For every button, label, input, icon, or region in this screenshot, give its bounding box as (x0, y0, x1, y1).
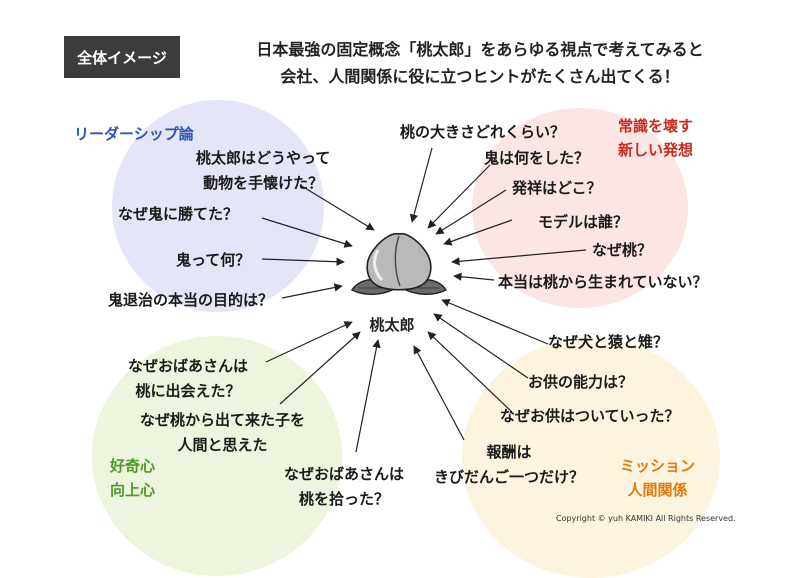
arrow-q15 (434, 314, 528, 378)
arrow-q5 (412, 148, 432, 222)
question-not-born-from-peach: 本当は桃から生まれていない？ (498, 270, 708, 295)
arrow-q10 (454, 276, 494, 280)
arrow-q9 (452, 250, 586, 262)
question-think-human: なぜ桃から出て来た子を 人間と思えた (140, 408, 305, 458)
arrow-q4 (282, 286, 342, 298)
arrow-q2 (262, 218, 352, 246)
question-beat-oni: なぜ鬼に勝てた？ (118, 202, 238, 227)
question-true-purpose: 鬼退治の本当の目的は？ (108, 288, 273, 313)
arrow-q11 (266, 322, 352, 362)
question-origin: 発祥はどこ？ (512, 176, 602, 201)
question-tame-animals: 桃太郎はどうやって 動物を手懐けた？ (196, 146, 330, 196)
copyright: Copyright © yuh KAMIKI All Rights Reserv… (556, 514, 736, 523)
arrow-q6 (428, 165, 490, 228)
question-what-oni-did: 鬼は何をした？ (484, 146, 589, 171)
arrow-q12 (280, 332, 360, 404)
arrow-q7 (436, 190, 506, 234)
arrow-q3 (262, 259, 344, 262)
question-model: モデルは誰？ (538, 210, 628, 235)
question-peach-size: 桃の大きさどれくらい？ (400, 120, 565, 145)
arrow-q13 (356, 340, 378, 452)
question-grandma-met-peach: なぜおばあさんは 桃に出会えた？ (128, 354, 248, 404)
question-why-companions: なぜ犬と猿と雉？ (548, 330, 668, 355)
question-reward: 報酬は きびだんご一つだけ？ (434, 440, 584, 490)
arrow-q14 (442, 300, 548, 344)
question-grandma-picked: なぜおばあさんは 桃を拾った？ (284, 462, 404, 512)
question-why-follow: なぜお供はついていった？ (500, 404, 680, 429)
arrow-q17 (414, 346, 464, 440)
question-why-peach: なぜ桃？ (592, 238, 652, 263)
question-what-is-oni: 鬼って何？ (176, 248, 250, 273)
center-label-momotaro: 桃太郎 (362, 314, 422, 335)
arrow-q16 (428, 332, 512, 412)
question-companion-ability: お供の能力は？ (528, 370, 633, 395)
arrow-q8 (444, 220, 512, 244)
peach-icon (352, 234, 446, 295)
